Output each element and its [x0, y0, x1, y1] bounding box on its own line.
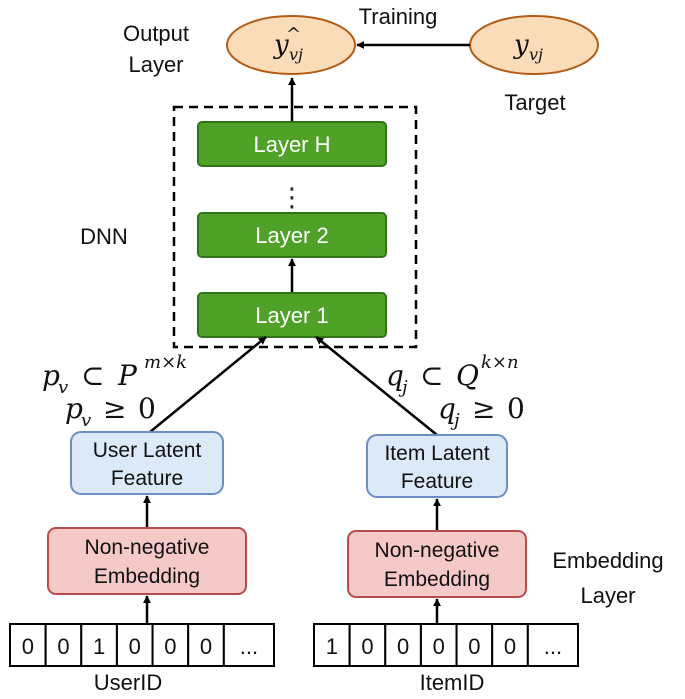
output-layer-label-line1: Output	[123, 21, 189, 46]
user-latent-label-line2: Feature	[111, 467, 183, 490]
item-id-cell	[491, 623, 529, 667]
user-nonneg-lhs: p	[65, 392, 83, 425]
user-nonneg-rhs: 0	[138, 392, 156, 425]
user-subset-lhs-sub: v	[58, 377, 68, 398]
user-id-cell-value: 0	[22, 634, 34, 659]
target-base: y	[513, 30, 529, 60]
item-embedding-label-line1: Non-negative	[375, 539, 500, 562]
item-id-cell-value: 0	[433, 634, 445, 659]
item-id-cell-value: 1	[326, 634, 338, 659]
layer-1-label: Layer 1	[255, 303, 328, 328]
dnn-boundary	[172, 105, 418, 349]
item-nonneg-formula: q j ≥ 0	[438, 392, 525, 431]
user-id-cell	[9, 623, 47, 667]
item-nonneg-lhs-sub: j	[450, 410, 460, 431]
prediction-subscript: vj	[289, 45, 303, 64]
user-nonneg-op: ≥	[103, 392, 126, 425]
user-latent-label-line1: User Latent	[93, 439, 202, 462]
embedding-layer-label-line1: Embedding	[552, 548, 663, 573]
item-subset-lhs: q	[386, 359, 404, 392]
output-layer-label-line2: Layer	[128, 52, 183, 77]
item-nonneg-rhs: 0	[507, 392, 525, 425]
layer-ellipsis: ⋮	[279, 182, 305, 212]
user-subset-op: ⊂	[81, 359, 104, 392]
user-nonneg-formula: p v ≥ 0	[65, 392, 156, 431]
item-id-cell-value: 0	[397, 634, 409, 659]
prediction-symbol: y ^ vj	[273, 24, 303, 64]
user-id-cell-value: 1	[93, 634, 105, 659]
item-id-cell	[348, 623, 387, 667]
user-embedding-box	[47, 527, 247, 595]
user-latent-box	[70, 431, 224, 495]
item-embedding-box	[347, 530, 527, 598]
user-id-cell	[115, 623, 154, 667]
arrow-item-latent-to-layer-1	[315, 336, 438, 436]
layer-2-label: Layer 2	[255, 223, 328, 248]
item-id-cell	[419, 623, 458, 667]
user-subset-formula: p v ⊂ P m×k	[42, 352, 187, 398]
item-subset-formula: q j ⊂ Q k×n	[386, 352, 519, 398]
item-id-cell-value: 0	[361, 634, 373, 659]
item-id-cell-value: 0	[504, 634, 516, 659]
layer-h-box	[197, 121, 387, 167]
user-subset-rhs-sup: m×k	[144, 352, 187, 373]
target-subscript: vj	[529, 45, 543, 64]
embedding-layer-label-line2: Layer	[580, 583, 635, 608]
item-embedding-label-line2: Embedding	[384, 568, 490, 591]
item-subset-op: ⊂	[420, 359, 443, 392]
user-embedding-label-line2: Embedding	[94, 565, 200, 588]
item-latent-box	[366, 434, 508, 498]
item-latent-label-line2: Feature	[401, 470, 473, 493]
layer-h-label: Layer H	[253, 132, 330, 157]
user-id-cell-value: ...	[240, 634, 258, 659]
user-id-cell-value: 0	[57, 634, 69, 659]
user-id-cell-value: 0	[200, 634, 212, 659]
user-id-cell-value: 0	[164, 634, 176, 659]
user-id-cell-value: 0	[129, 634, 141, 659]
user-id-label: UserID	[94, 670, 162, 695]
item-id-cell	[313, 623, 351, 667]
dnn-label: DNN	[80, 224, 128, 249]
item-id-cell	[526, 623, 580, 667]
user-embedding-label-line1: Non-negative	[85, 536, 210, 559]
user-nonneg-lhs-sub: v	[81, 410, 91, 431]
training-label: Training	[359, 4, 438, 29]
item-nonneg-op: ≥	[472, 392, 495, 425]
item-id-cell	[455, 623, 494, 667]
user-subset-lhs: p	[42, 359, 60, 392]
arrow-user-latent-to-layer-1	[149, 336, 267, 433]
layer-2-box	[197, 212, 387, 258]
item-id-cell-value: ...	[544, 634, 562, 659]
user-id-cell	[222, 623, 275, 667]
item-id-cell-value: 0	[468, 634, 480, 659]
prediction-ellipse	[226, 15, 356, 75]
target-label: Target	[504, 90, 565, 115]
user-id-cell	[44, 623, 83, 667]
user-id-cell	[151, 623, 190, 667]
item-subset-lhs-sub: j	[398, 377, 408, 398]
prediction-hat: ^	[286, 24, 301, 45]
item-latent-label-line1: Item Latent	[384, 442, 489, 465]
target-symbol: y vj	[513, 30, 543, 64]
layer-1-box	[197, 292, 387, 338]
item-subset-rhs-sup: k×n	[481, 352, 519, 373]
item-id-label: ItemID	[420, 670, 485, 695]
user-subset-rhs: P	[117, 359, 138, 392]
item-nonneg-lhs: q	[438, 392, 456, 425]
item-subset-rhs: Q	[456, 359, 479, 392]
prediction-base: y	[273, 30, 289, 60]
